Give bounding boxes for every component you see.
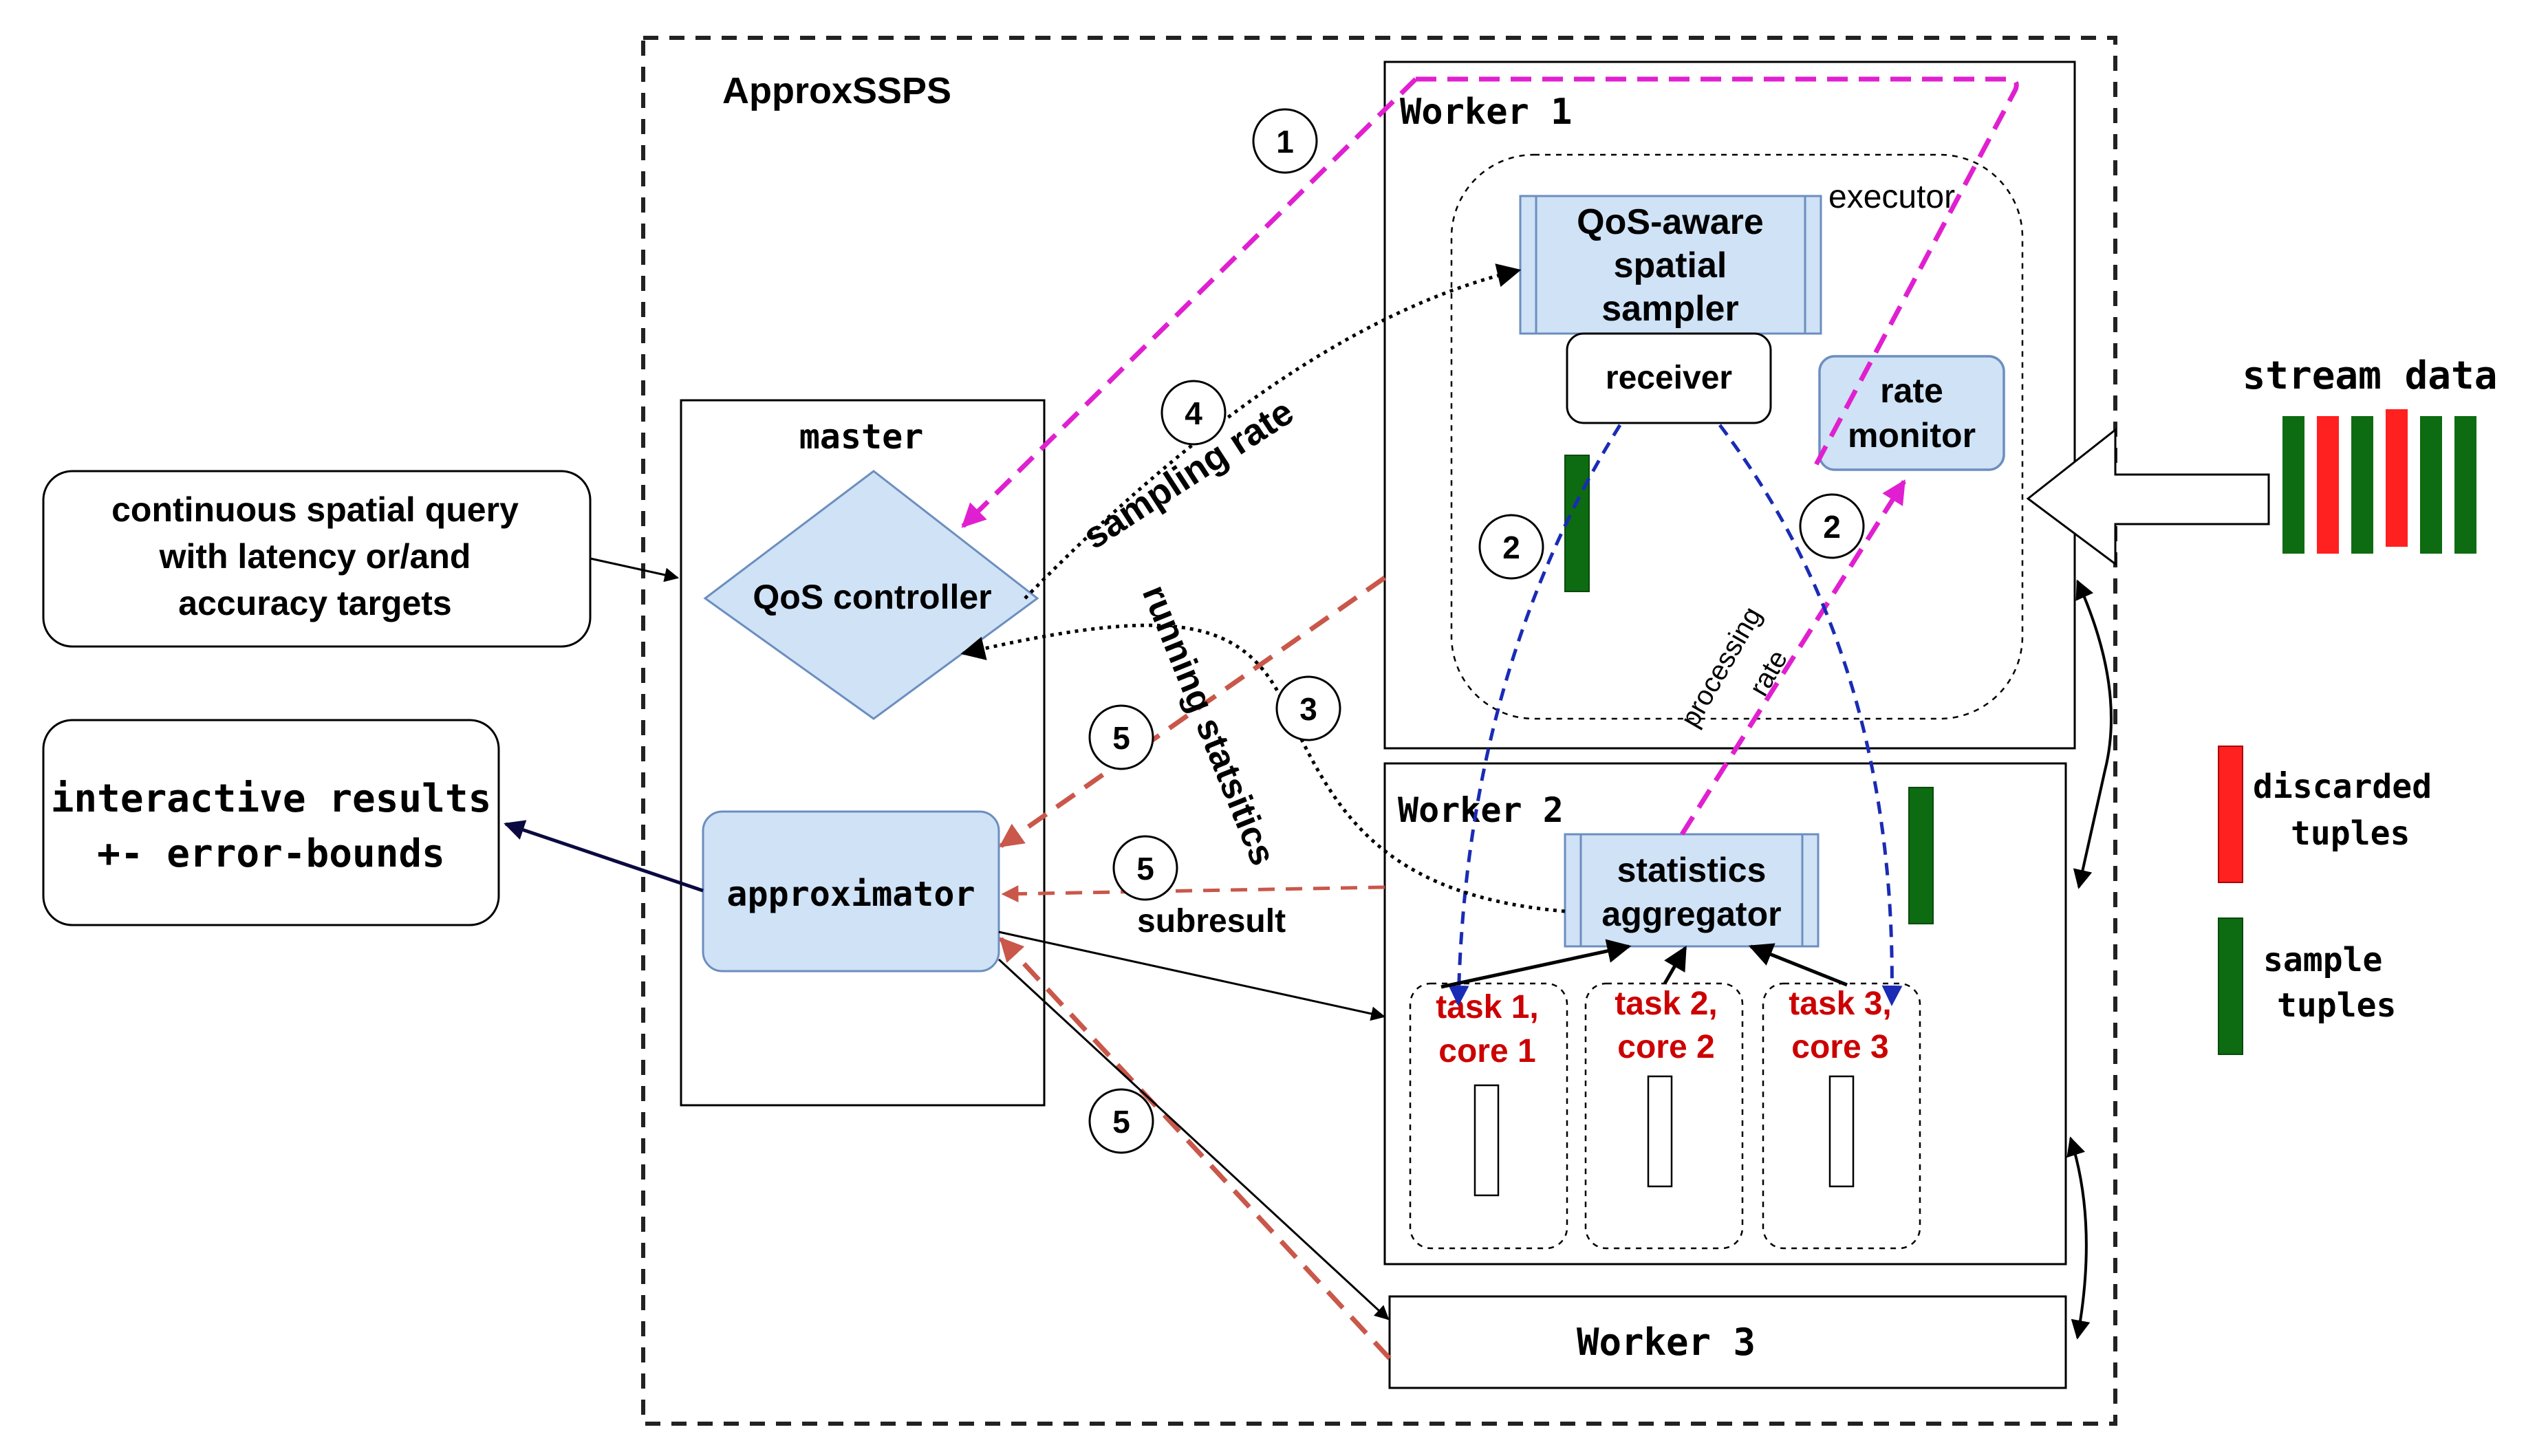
edge-task3-to-aggregator — [1748, 943, 1848, 987]
task3-line2: core 3 — [1791, 1029, 1888, 1065]
sampler-line2: spatial — [1614, 246, 1727, 285]
worker2-title: Worker 2 — [1398, 790, 1564, 830]
query-line2: with latency or/and — [159, 537, 471, 576]
stream-tuple-1 — [2282, 416, 2304, 554]
receiver-label: receiver — [1606, 360, 1732, 396]
task1-slot — [1473, 1084, 1500, 1197]
receiver — [1566, 332, 1772, 424]
step-marker-5b: 5 — [1112, 835, 1178, 901]
stream-tuple-2 — [2317, 416, 2339, 554]
edge-worker1-worker2-link — [2073, 579, 2113, 889]
rate-monitor-line2: monitor — [1848, 416, 1976, 455]
edge-step4-sampling-rate — [1024, 263, 1522, 600]
step-5c-label: 5 — [1112, 1104, 1130, 1140]
step-1-label: 1 — [1276, 124, 1294, 160]
step-marker-2b: 2 — [1799, 493, 1865, 559]
results-line2: +- error-bounds — [97, 832, 445, 876]
step-marker-5c: 5 — [1088, 1088, 1154, 1154]
statistics-aggregator — [1564, 833, 1820, 948]
stream-tuple-4 — [2386, 409, 2408, 547]
edge-step5-worker1 — [999, 576, 1387, 848]
step-marker-4: 4 — [1160, 380, 1227, 446]
task1-line1: task 1, — [1436, 989, 1538, 1025]
edge-receiver-to-task1 — [1448, 424, 1622, 1006]
sampler-line3: sampler — [1601, 289, 1738, 329]
aggregator-line2: aggregator — [1601, 895, 1781, 933]
edge-worker2-worker3-link — [2066, 1136, 2091, 1340]
stream-tuples — [2282, 409, 2476, 554]
step-marker-2a: 2 — [1478, 514, 1544, 580]
executor-region — [1450, 153, 2024, 720]
step-2a-label: 2 — [1502, 530, 1520, 565]
step-5a-label: 5 — [1112, 720, 1130, 756]
results-line1: interactive results — [51, 776, 492, 821]
approximator — [702, 810, 1000, 973]
legend-sample-line2: tuples — [2277, 986, 2396, 1025]
task3-line1: task 3, — [1789, 986, 1891, 1022]
worker3-node — [1388, 1295, 2067, 1389]
edge-approximator-to-results — [504, 820, 704, 893]
legend-sample-swatch — [2218, 917, 2243, 1055]
task2-slot — [1647, 1075, 1673, 1188]
stream-tuple-6 — [2454, 416, 2476, 554]
sample-tuple-worker1 — [1564, 455, 1590, 592]
aggregator-line1: statistics — [1617, 851, 1767, 889]
stream-ingest-arrow — [2026, 427, 2270, 566]
step-2b-label: 2 — [1823, 509, 1841, 545]
edge-step1-magenta — [1416, 76, 2019, 472]
step-4-label: 4 — [1185, 395, 1202, 431]
approximator-label: approximator — [726, 874, 975, 914]
step-marker-5a: 5 — [1088, 704, 1154, 770]
query-line1: continuous spatial query — [111, 490, 519, 529]
edge-step5-worker3 — [999, 937, 1392, 1360]
worker3-title: Worker 3 — [1577, 1321, 1756, 1364]
system-title: ApproxSSPS — [722, 70, 951, 111]
edge-task1-to-aggregator — [1440, 939, 1632, 989]
legend-sample-line1: sample — [2263, 941, 2382, 979]
subresult-label: subresult — [1137, 903, 1286, 939]
step-marker-1: 1 — [1252, 108, 1318, 174]
step-5b-label: 5 — [1136, 851, 1154, 887]
edge-task2-to-aggregator — [1663, 945, 1687, 985]
task1-line2: core 1 — [1438, 1033, 1535, 1069]
query-line3: accuracy targets — [178, 584, 451, 622]
qos-controller-label: QoS controller — [753, 578, 991, 616]
task3-slot — [1828, 1075, 1855, 1188]
rate-monitor — [1818, 355, 2005, 471]
executor-label: executor — [1828, 179, 1955, 215]
edge-query-to-master — [590, 557, 680, 583]
edge-step2-processing-rate — [1680, 479, 1906, 836]
legend-discarded-swatch — [2218, 746, 2243, 883]
results-box — [42, 719, 500, 926]
worker1-title: Worker 1 — [1400, 91, 1572, 133]
stream-tuple-5 — [2420, 416, 2442, 554]
task2-line2: core 2 — [1617, 1029, 1714, 1065]
stream-title: stream data — [2243, 354, 2498, 398]
sampler-line1: QoS-aware — [1577, 202, 1764, 242]
step-3-label: 3 — [1299, 691, 1317, 727]
rate-monitor-line1: rate — [1880, 371, 1943, 410]
edge-step1-magenta-to-controller — [961, 77, 1418, 528]
legend-discarded-line1: discarded — [2253, 768, 2432, 806]
stream-tuple-3 — [2351, 416, 2373, 554]
edge-approximator-to-task1 — [998, 931, 1386, 1021]
qos-controller — [703, 470, 1039, 720]
system-boundary — [641, 36, 2117, 1426]
edge-approximator-to-worker3 — [997, 958, 1390, 1321]
edge-step5-worker2 — [1001, 885, 1385, 903]
legend-discarded-line2: tuples — [2291, 814, 2410, 853]
running-statistics-label: running statsitics — [1134, 580, 1283, 871]
task2-line1: task 2, — [1615, 986, 1717, 1022]
sample-tuple-worker2 — [1908, 787, 1934, 924]
edge-receiver-to-task3 — [1718, 424, 1903, 1006]
master-title: master — [799, 417, 924, 457]
step-marker-3: 3 — [1275, 675, 1341, 741]
